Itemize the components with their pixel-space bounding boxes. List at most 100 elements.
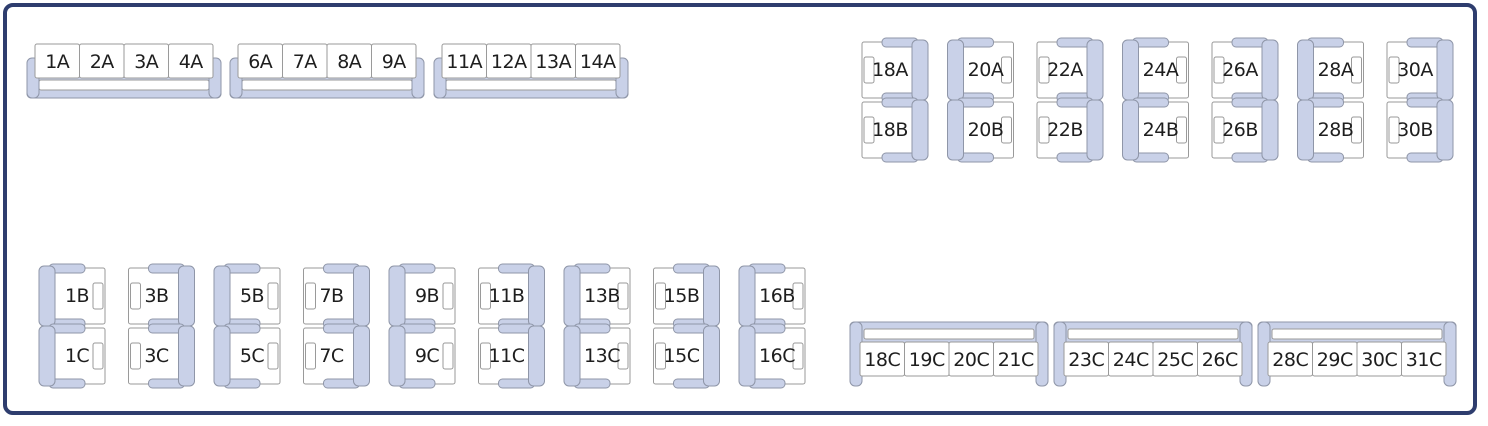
chair[interactable]: 22A: [1036, 37, 1104, 103]
seat-label: 18C: [864, 349, 900, 371]
seat-label: 24C: [1113, 349, 1149, 371]
sofa-back-inner: [445, 79, 617, 91]
chair[interactable]: 22B: [1036, 97, 1104, 163]
sofa-back-inner: [863, 328, 1035, 340]
chair-front: [267, 282, 279, 310]
chair[interactable]: 16C: [738, 323, 806, 389]
chair-back: [1261, 39, 1279, 101]
chair-pair: 30A 30B: [1386, 37, 1454, 163]
seat[interactable]: 7A: [282, 43, 328, 79]
seat[interactable]: 13A: [530, 43, 576, 79]
seat-label: 3A: [134, 51, 159, 73]
chair[interactable]: 28A: [1297, 37, 1364, 103]
seat[interactable]: 12A: [486, 43, 532, 79]
chair[interactable]: 13C: [563, 323, 631, 389]
chair[interactable]: 24A: [1122, 37, 1189, 103]
chair[interactable]: 9B: [388, 263, 456, 329]
seat-label: 30A: [1397, 59, 1433, 81]
seat-label: 2A: [90, 51, 115, 73]
seat[interactable]: 14A: [575, 43, 621, 79]
chair-back: [1086, 99, 1104, 161]
seat[interactable]: 6A: [237, 43, 283, 79]
seat-label: 22B: [1047, 119, 1083, 141]
chair[interactable]: 11C: [478, 323, 545, 389]
seat[interactable]: 21C: [993, 341, 1039, 377]
chair[interactable]: 15B: [653, 263, 720, 329]
seat-cell: [1197, 341, 1243, 377]
seat[interactable]: 28C: [1267, 341, 1313, 377]
seat-label: 16C: [759, 345, 795, 367]
chair-back: [1436, 99, 1454, 161]
chair-back: [213, 325, 231, 387]
seat-cell: [371, 43, 417, 79]
chair[interactable]: 18A: [861, 37, 929, 103]
chair-front: [655, 282, 666, 310]
seat[interactable]: 1A: [34, 43, 80, 79]
seat-label: 19C: [909, 349, 945, 371]
seat-label: 9B: [415, 285, 439, 307]
seat-label: 5B: [240, 285, 264, 307]
seat[interactable]: 8A: [326, 43, 372, 79]
seat-cell: [993, 341, 1039, 377]
seat-label: 7C: [319, 345, 344, 367]
chair-back: [353, 265, 370, 327]
seat-label: 15B: [664, 285, 700, 307]
seat[interactable]: 20C: [948, 341, 994, 377]
chair[interactable]: 3C: [128, 323, 195, 389]
seat[interactable]: 29C: [1312, 341, 1358, 377]
chair-front: [1351, 116, 1362, 144]
seat[interactable]: 2A: [79, 43, 125, 79]
chair[interactable]: 18B: [861, 97, 929, 163]
chair-back: [388, 325, 406, 387]
seat-label: 9C: [415, 345, 440, 367]
chair[interactable]: 16B: [738, 263, 806, 329]
chair[interactable]: 15C: [653, 323, 720, 389]
seat[interactable]: 25C: [1152, 341, 1198, 377]
chair[interactable]: 30B: [1386, 97, 1454, 163]
chair-back: [1261, 99, 1279, 161]
chair-front: [305, 282, 316, 310]
chair[interactable]: 24B: [1122, 97, 1189, 163]
seat[interactable]: 30C: [1356, 341, 1402, 377]
chair[interactable]: 28B: [1297, 97, 1364, 163]
seat[interactable]: 4A: [168, 43, 214, 79]
seat[interactable]: 19C: [904, 341, 950, 377]
seat-label: 13C: [584, 345, 620, 367]
seat[interactable]: 24C: [1108, 341, 1154, 377]
seat-label: 7B: [319, 285, 343, 307]
seat-label: 5C: [240, 345, 265, 367]
chair[interactable]: 7C: [303, 323, 370, 389]
chair[interactable]: 1B: [38, 263, 106, 329]
chair[interactable]: 7B: [303, 263, 370, 329]
seat[interactable]: 31C: [1401, 341, 1447, 377]
chair-pair: 18A 18B: [861, 37, 929, 163]
seat[interactable]: 11A: [441, 43, 487, 79]
chair-pair: 9B 9C: [388, 263, 456, 389]
chair[interactable]: 5B: [213, 263, 281, 329]
seat[interactable]: 18C: [859, 341, 905, 377]
chair-front: [480, 282, 491, 310]
chair[interactable]: 26B: [1211, 97, 1279, 163]
chair[interactable]: 1C: [38, 323, 106, 389]
chair[interactable]: 20A: [947, 37, 1014, 103]
chair[interactable]: 30A: [1386, 37, 1454, 103]
chair-front: [267, 342, 279, 370]
seat-cell: [168, 43, 214, 79]
chair-back: [1086, 39, 1104, 101]
chair[interactable]: 3B: [128, 263, 195, 329]
chair[interactable]: 5C: [213, 323, 281, 389]
seat[interactable]: 3A: [123, 43, 169, 79]
seat-label: 18A: [872, 59, 908, 81]
chair[interactable]: 26A: [1211, 37, 1279, 103]
chair[interactable]: 20B: [947, 97, 1014, 163]
seat[interactable]: 9A: [371, 43, 417, 79]
seat-label: 29C: [1317, 349, 1353, 371]
seat[interactable]: 23C: [1063, 341, 1109, 377]
chair[interactable]: 9C: [388, 323, 456, 389]
chair-front: [1001, 56, 1012, 84]
seat[interactable]: 26C: [1197, 341, 1243, 377]
chair[interactable]: 13B: [563, 263, 631, 329]
chair[interactable]: 11B: [478, 263, 545, 329]
